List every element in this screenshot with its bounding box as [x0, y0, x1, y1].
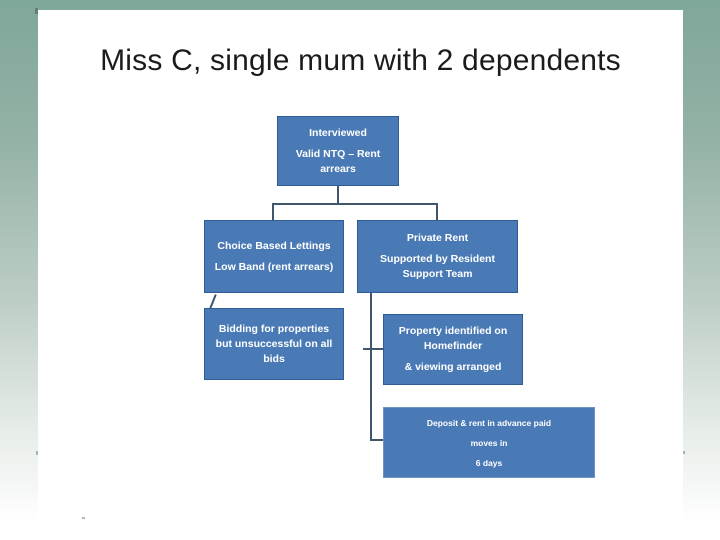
- flow-box-private-rent-line1: Private Rent: [406, 232, 469, 244]
- speckle-left: [36, 451, 38, 455]
- connector-private-vertical: [370, 293, 372, 441]
- connector-homefinder-stub: [363, 348, 383, 350]
- flow-box-deposit-line2: moves in: [470, 437, 508, 448]
- speckle-bottom: [82, 517, 85, 519]
- flow-box-private-rent-line2: Supported by Resident Support Team: [380, 253, 495, 280]
- connector-branch-left-drop: [272, 203, 274, 221]
- flow-box-interviewed: Interviewed Valid NTQ – Rent arrears: [277, 116, 399, 186]
- flow-box-bidding-line1: Bidding for properties but unsuccessful …: [215, 322, 333, 365]
- slide-title: Miss C, single mum with 2 dependents: [100, 44, 621, 77]
- speckle-right: [683, 451, 685, 454]
- flow-box-homefinder-line1: Property identified on Homefinder: [398, 325, 508, 352]
- flow-box-private-rent: Private Rent Supported by Resident Suppo…: [357, 220, 518, 293]
- flow-box-homefinder-line2: & viewing arranged: [404, 361, 502, 373]
- connector-top-vertical: [337, 186, 339, 204]
- slide-edge-mark: [35, 8, 38, 14]
- flow-box-choice-based-lettings: Choice Based Lettings Low Band (rent arr…: [204, 220, 344, 293]
- flow-box-deposit-line1: Deposit & rent in advance paid: [426, 417, 552, 428]
- flow-box-cbl-line2: Low Band (rent arrears): [214, 260, 334, 273]
- connector-deposit-elbow: [370, 439, 384, 441]
- flow-box-bidding: Bidding for properties but unsuccessful …: [204, 308, 344, 380]
- flow-box-deposit: Deposit & rent in advance paid moves in …: [383, 407, 595, 478]
- connector-branch-horizontal: [272, 203, 438, 205]
- connector-branch-right-drop: [436, 203, 438, 221]
- flow-box-interviewed-line1: Interviewed: [309, 126, 367, 139]
- flow-box-deposit-line3: 6 days: [475, 457, 503, 468]
- flow-box-cbl-line1: Choice Based Lettings: [217, 239, 331, 252]
- flow-box-interviewed-line2: Valid NTQ – Rent arrears: [295, 147, 381, 175]
- flow-box-homefinder: Property identified on Homefinder & view…: [383, 314, 523, 385]
